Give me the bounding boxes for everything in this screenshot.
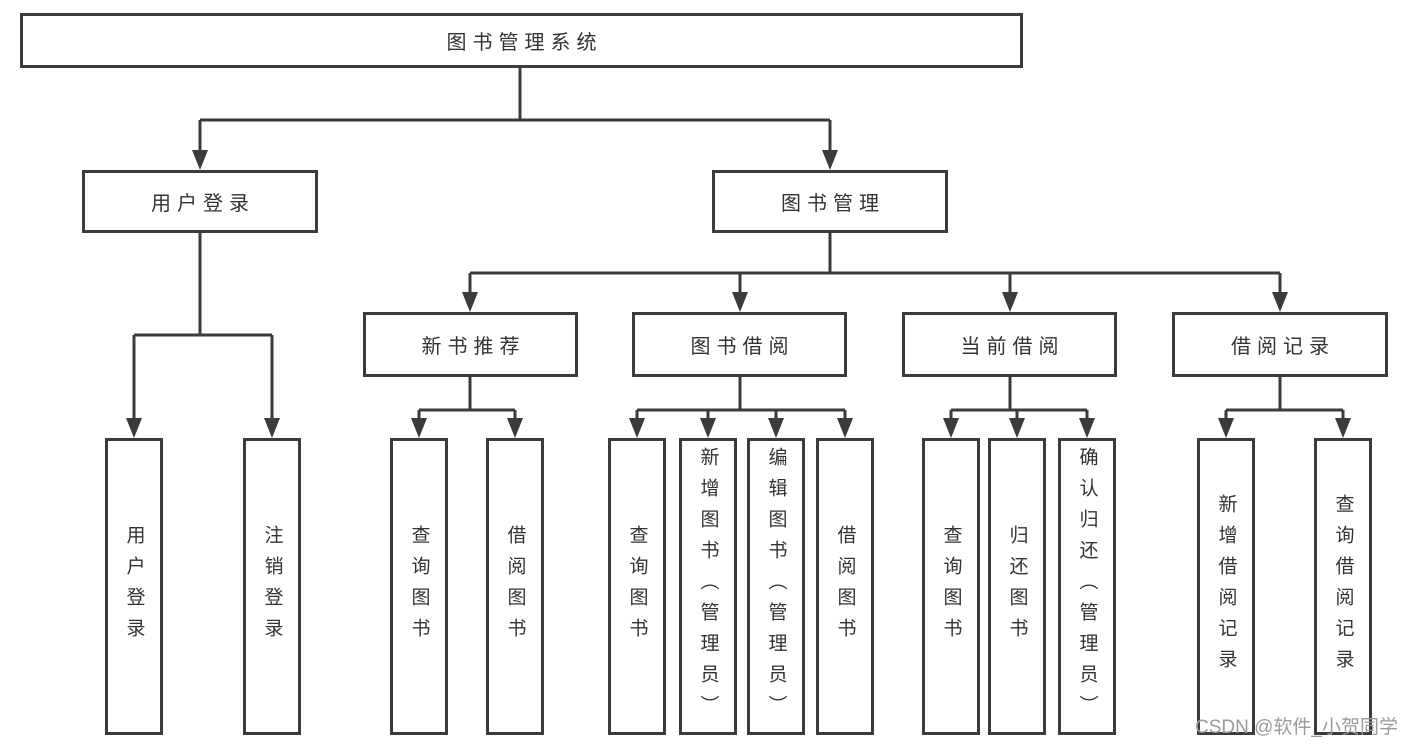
- leaf-confirm-return-admin: 确认归还（管理员）: [1058, 438, 1116, 735]
- connector-book-borrow-children: [635, 377, 847, 420]
- node-label: 查询图书: [626, 524, 648, 649]
- node-label: 图书管理系统: [446, 32, 603, 54]
- node-label: 新增图书（管理员）: [697, 447, 719, 726]
- leaf-logout: 注销登录: [243, 438, 301, 735]
- leaf-query-borrow-record: 查询借阅记录: [1314, 438, 1372, 735]
- node-book-management: 图书管理: [712, 170, 948, 233]
- arrowheads-root-to-level2: [192, 150, 838, 170]
- node-label: 图书管理: [781, 193, 885, 215]
- node-label: 新书推荐: [421, 336, 526, 358]
- leaf-query-books-borrow: 查询图书: [608, 438, 666, 735]
- node-label: 查询借阅记录: [1332, 493, 1354, 680]
- leaf-query-books-current: 查询图书: [922, 438, 980, 735]
- leaf-add-book-admin: 新增图书（管理员）: [679, 438, 737, 735]
- node-label: 借阅图书: [834, 524, 856, 649]
- node-label: 查询图书: [940, 524, 962, 649]
- arrowheads-current-borrow-children: [943, 418, 1095, 438]
- node-label: 新增借阅记录: [1215, 493, 1237, 680]
- arrowheads-user-login-children: [126, 418, 280, 438]
- connector-borrow-records-children: [1224, 377, 1345, 420]
- node-label: 用户登录: [123, 524, 145, 649]
- leaf-borrow-books: 借阅图书: [816, 438, 874, 735]
- node-book-borrow: 图书借阅: [632, 312, 847, 377]
- connector-current-borrow-children: [949, 377, 1089, 420]
- arrowheads-new-book-children: [411, 418, 523, 438]
- node-label: 图书借阅: [690, 336, 795, 358]
- leaf-add-borrow-record: 新增借阅记录: [1197, 438, 1255, 735]
- node-label: 用户登录: [151, 193, 255, 215]
- node-label: 借阅图书: [504, 524, 526, 649]
- connector-root-to-level2: [198, 68, 832, 152]
- leaf-edit-book-admin: 编辑图书（管理员）: [747, 438, 805, 735]
- node-label: 确认归还（管理员）: [1076, 447, 1098, 726]
- leaf-borrow-books-recommend: 借阅图书: [486, 438, 544, 735]
- node-label: 借阅记录: [1231, 336, 1335, 358]
- node-borrow-records: 借阅记录: [1172, 312, 1388, 377]
- connector-new-book-children: [417, 377, 517, 420]
- arrowheads-level3: [462, 292, 1288, 312]
- node-root-library-system: 图书管理系统: [20, 13, 1023, 68]
- connector-book-management-to-level3: [468, 233, 1282, 294]
- node-label: 注销登录: [261, 524, 283, 649]
- arrowheads-book-borrow-children: [629, 418, 853, 438]
- node-label: 当前借阅: [960, 336, 1065, 358]
- csdn-watermark: CSDN @软件_小贺同学: [1195, 717, 1398, 738]
- node-user-login: 用户登录: [82, 170, 318, 233]
- leaf-return-book: 归还图书: [988, 438, 1046, 735]
- connector-user-login-children: [132, 233, 274, 420]
- node-new-book-recommend: 新书推荐: [363, 312, 578, 377]
- arrowheads-borrow-records-children: [1218, 418, 1351, 438]
- node-label: 归还图书: [1006, 524, 1028, 649]
- leaf-user-login: 用户登录: [105, 438, 163, 735]
- node-label: 查询图书: [408, 524, 430, 649]
- node-label: 编辑图书（管理员）: [765, 447, 787, 726]
- node-current-borrow: 当前借阅: [902, 312, 1117, 377]
- leaf-query-books-recommend: 查询图书: [390, 438, 448, 735]
